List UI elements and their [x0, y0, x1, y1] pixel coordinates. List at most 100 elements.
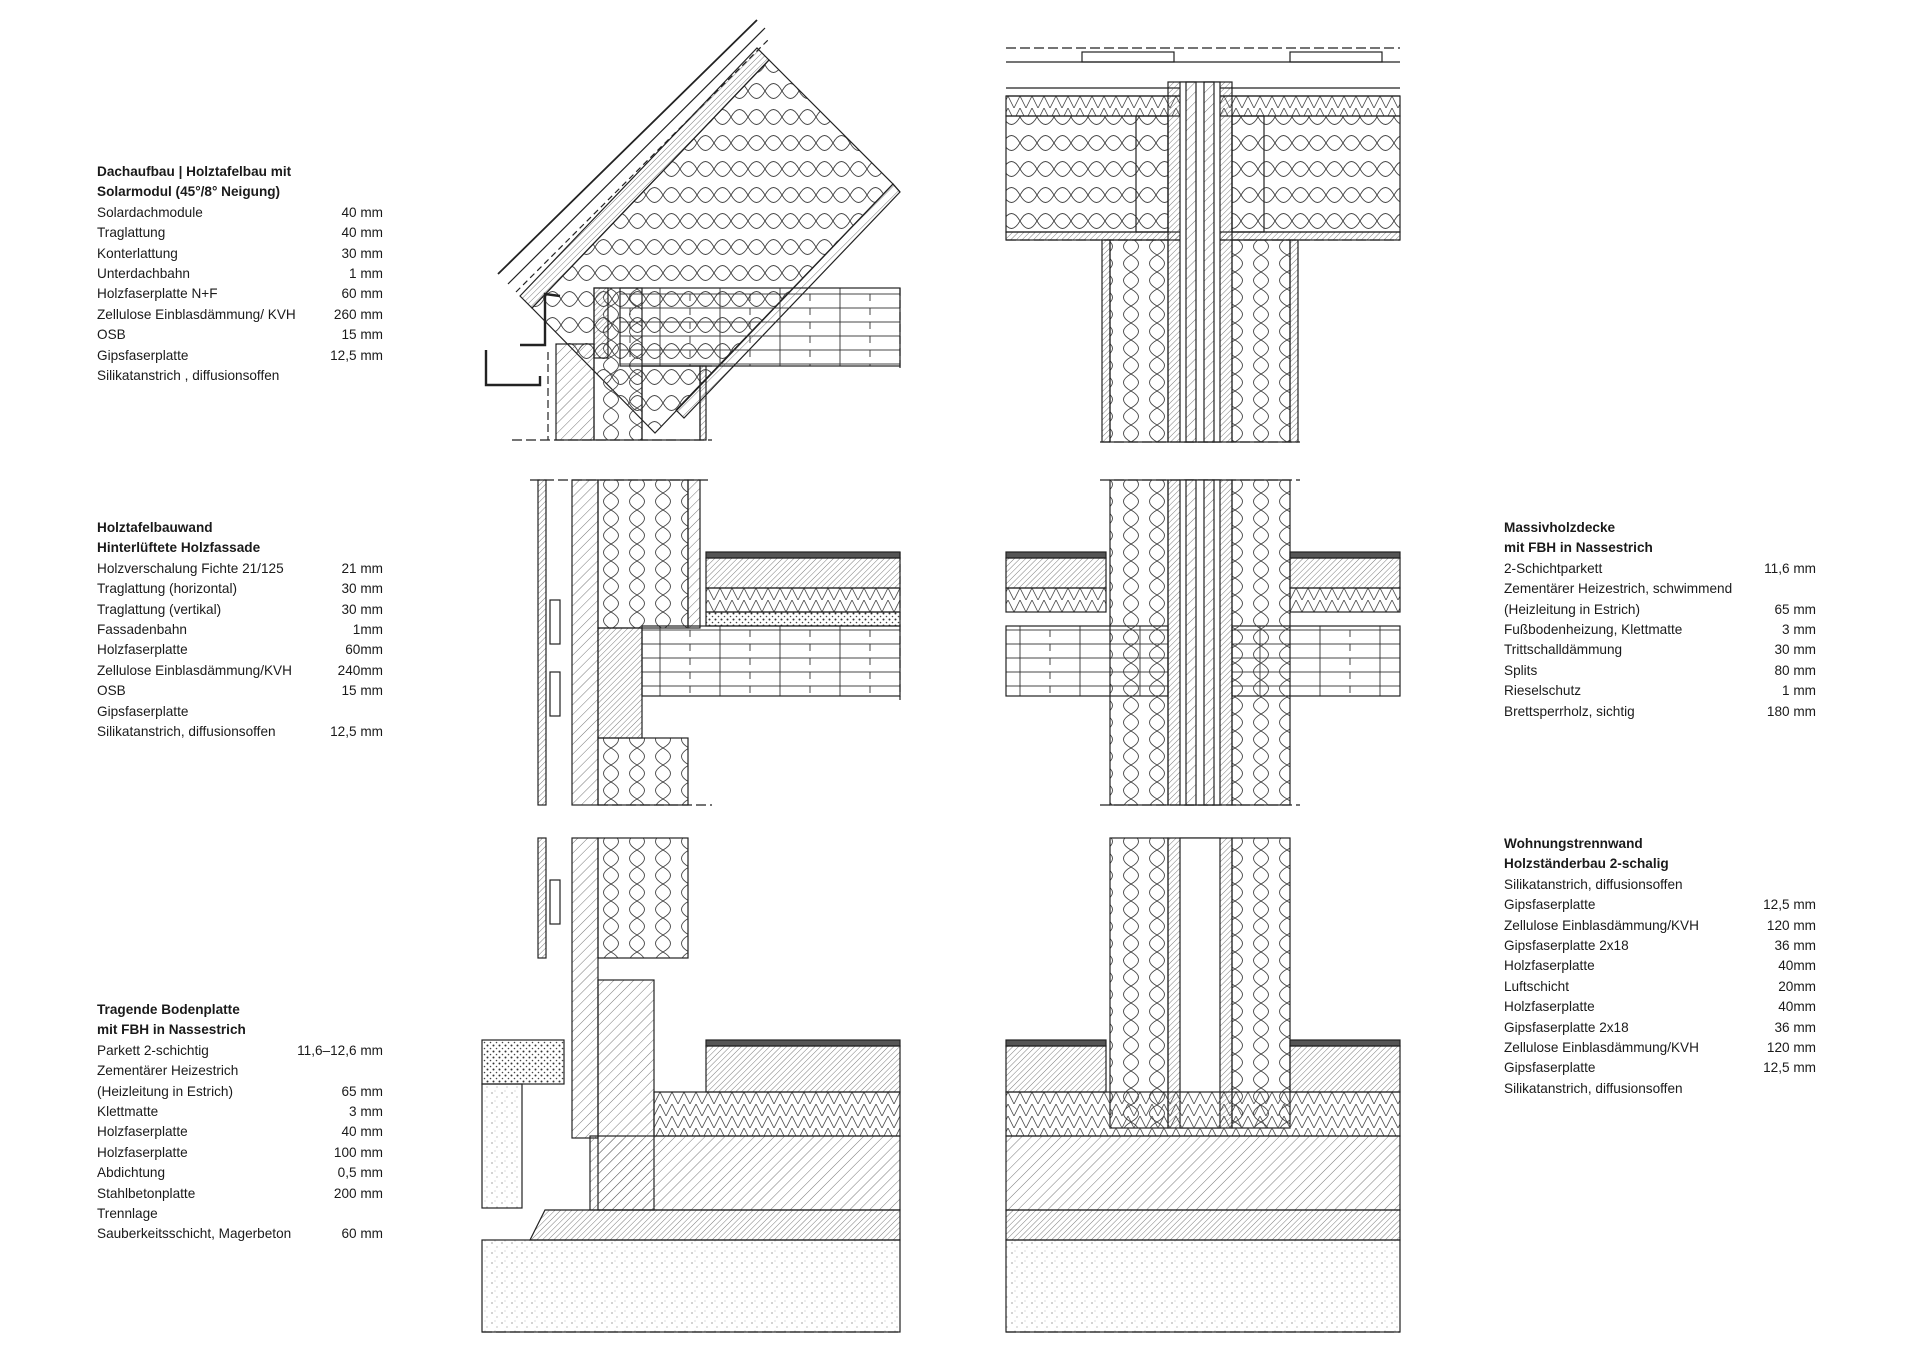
- legend-row-value: 21 mm: [341, 560, 383, 576]
- legend-row-value: 120 mm: [1766, 917, 1816, 933]
- legend-rows: Holzverschalung Fichte 21/125 21 mm Tragla…: [97, 559, 383, 743]
- legend-row-label: Holzfaserplatte N+F: [97, 286, 218, 302]
- legend-row-label: Zementärer Heizestrich: [97, 1063, 239, 1079]
- legend-row-label: Gipsfaserplatte 2x18: [1504, 938, 1629, 954]
- legend-row: OSB 15 mm: [97, 681, 383, 701]
- legend-row-label: Holzfaserplatte: [97, 642, 188, 658]
- legend-row-label: Fassadenbahn: [97, 622, 187, 638]
- legend-row-label: Zementärer Heizestrich, schwimmend: [1504, 581, 1733, 597]
- legend-row: Zellulose Einblasdämmung/ KVH 260 mm: [97, 305, 383, 325]
- legend-row: Gipsfaserplatte: [97, 702, 383, 722]
- legend-row: (Heizleitung in Estrich)65 mm: [97, 1082, 383, 1102]
- legend-row-label: Gipsfaserplatte 2x18: [1504, 1019, 1629, 1035]
- legend-row-value: 60 mm: [341, 1226, 383, 1242]
- legend-row-value: 65 mm: [341, 1083, 383, 1099]
- detail-roof-eave: [484, 19, 901, 441]
- legend-row-value: 11,6 mm: [1764, 560, 1816, 576]
- legend-row-label: Holzfaserplatte: [97, 1124, 188, 1140]
- legend-row: Zellulose Einblasdämmung/KVH 240mm: [97, 661, 383, 681]
- legend-row-label: 2-Schichtparkett: [1504, 560, 1603, 576]
- legend-row-value: 12,5 mm: [1763, 1060, 1816, 1076]
- legend-row: Trennlage: [97, 1204, 383, 1224]
- legend-row-label: Unterdachbahn: [97, 266, 190, 282]
- legend-row-value: 1mm: [352, 622, 383, 638]
- legend-wohnungstrennwand: Wohnungstrennwand Holzständerbau 2-schal…: [1504, 834, 1816, 1099]
- legend-row-value: 60mm: [345, 642, 383, 658]
- legend-row-label: Zellulose Einblasdämmung/KVH: [1504, 1040, 1699, 1056]
- legend-row-value: 1 mm: [349, 266, 383, 282]
- legend-row-value: 120 mm: [1766, 1040, 1816, 1056]
- legend-row: Zellulose Einblasdämmung/KVH 120 mm: [1504, 1038, 1816, 1058]
- legend-row-value: 80 mm: [1774, 662, 1816, 678]
- legend-row-label: Silikatanstrich, diffusionsoffen: [1504, 876, 1683, 892]
- legend-row-label: OSB: [97, 327, 126, 343]
- legend-row-value: 65 mm: [1774, 601, 1816, 617]
- legend-row-value: 260 mm: [333, 306, 383, 322]
- legend-row-label: OSB: [97, 683, 126, 699]
- legend-row-label: Silikatanstrich , diffusionsoffen: [97, 368, 280, 384]
- legend-bodenplatte: Tragende Bodenplatte mit FBH in Nassestr…: [97, 1000, 383, 1245]
- legend-row-label: Zellulose Einblasdämmung/ KVH: [97, 306, 296, 322]
- legend-row-label: Silikatanstrich, diffusionsoffen: [1504, 1080, 1683, 1096]
- legend-row: Gipsfaserplatte 12,5 mm: [1504, 1058, 1816, 1078]
- legend-row-label: Traglattung (horizontal): [97, 581, 238, 597]
- legend-row-value: 200 mm: [333, 1185, 383, 1201]
- legend-row-label: Trittschalldämmung: [1504, 642, 1623, 658]
- legend-title: Solarmodul (45°/8° Neigung): [97, 184, 281, 200]
- legend-row: Silikatanstrich, diffusionsoffen 12,5 mm: [97, 722, 383, 742]
- legend-row: Zementärer Heizestrich, schwimmend: [1504, 579, 1816, 599]
- legend-row: 2-Schichtparkett 11,6 mm: [1504, 559, 1816, 579]
- legend-title: Dachaufbau | Holztafelbau mit: [97, 164, 292, 179]
- legend-row-label: Holzfaserplatte: [97, 1144, 188, 1160]
- legend-row-value: 100 mm: [333, 1144, 383, 1160]
- legend-row-label: Holzverschalung Fichte 21/125: [97, 560, 284, 576]
- legend-row-value: 30 mm: [341, 581, 383, 597]
- legend-row-label: Abdichtung: [97, 1165, 166, 1181]
- legend-row: Sauberkeitsschicht, Magerbeton 60 mm: [97, 1224, 383, 1244]
- legend-row-label: Brettsperrholz, sichtig: [1504, 703, 1635, 719]
- legend-row: Holzfaserplatte 60mm: [97, 640, 383, 660]
- legend-row: Fassadenbahn 1mm: [97, 620, 383, 640]
- legend-row-value: 40 mm: [341, 204, 383, 220]
- legend-dachaufbau: Dachaufbau | Holztafelbau mit Solarmodul…: [97, 162, 383, 386]
- legend-row-value: 40 mm: [341, 225, 383, 241]
- legend-row: Zementärer Heizestrich: [97, 1061, 383, 1081]
- legend-row-label: Zellulose Einblasdämmung/KVH: [97, 662, 292, 678]
- legend-row-label: Sauberkeitsschicht, Magerbeton: [97, 1226, 292, 1242]
- legend-row-value: 36 mm: [1774, 1019, 1816, 1035]
- legend-row-value: 240mm: [337, 662, 383, 678]
- legend-rows: 2-Schichtparkett 11,6 mm Zementärer Heizes…: [1504, 559, 1816, 722]
- legend-row-value: 40mm: [1778, 958, 1816, 974]
- legend-row-label: Gipsfaserplatte: [97, 347, 189, 363]
- legend-title: mit FBH in Nassestrich: [1504, 540, 1653, 556]
- legend-row-label: Gipsfaserplatte: [1504, 1060, 1596, 1076]
- legend-row: Gipsfaserplatte 2x18 36 mm: [1504, 1018, 1816, 1038]
- legend-row-label: Silikatanstrich, diffusionsoffen: [97, 724, 276, 740]
- legend-row-value: 15 mm: [341, 683, 383, 699]
- detail-ground-slab-exterior: [481, 837, 901, 1333]
- legend-row-value: 12,5 mm: [330, 724, 383, 740]
- legend-row-value: 30 mm: [1774, 642, 1816, 658]
- legend-row-value: 20mm: [1778, 978, 1816, 994]
- detail-exterior-wall-slab: [530, 479, 901, 806]
- detail-ridge-party-wall: [1005, 47, 1401, 443]
- legend-row-label: Gipsfaserplatte: [1504, 897, 1596, 913]
- legend-row: Traglattung (vertikal)30 mm: [97, 600, 383, 620]
- legend-row: Silikatanstrich, diffusionsoffen: [1504, 1079, 1816, 1099]
- legend-row-label: Splits: [1504, 662, 1538, 678]
- legend-row: Silikatanstrich, diffusionsoffen: [1504, 875, 1816, 895]
- legend-row: Holzverschalung Fichte 21/125 21 mm: [97, 559, 383, 579]
